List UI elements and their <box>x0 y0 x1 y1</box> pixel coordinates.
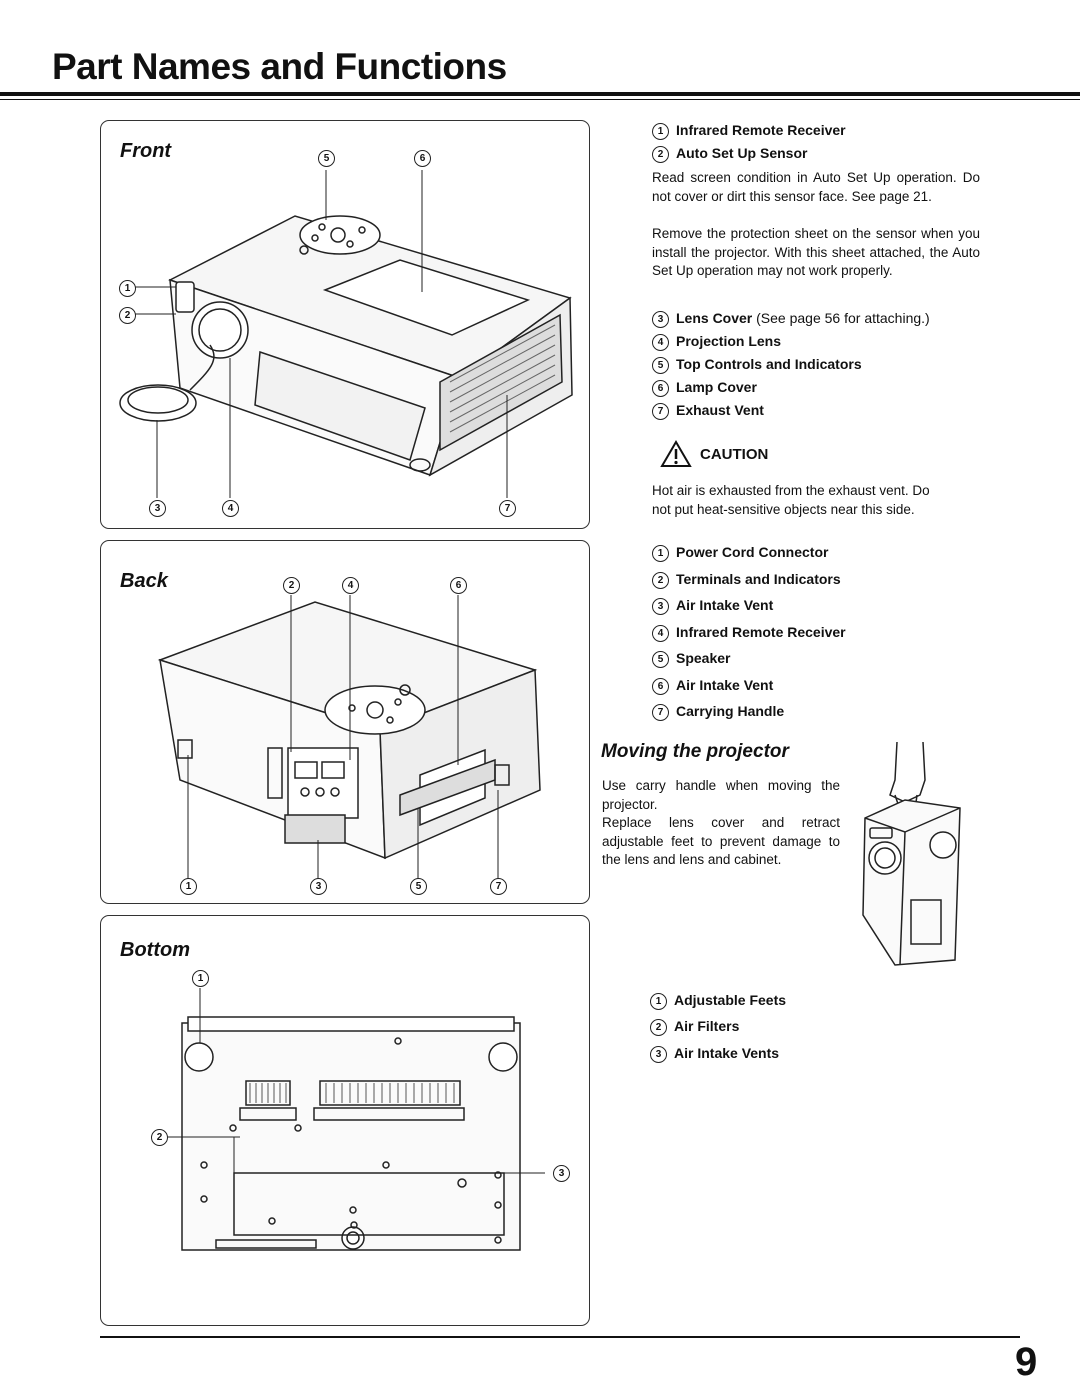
front-callout-2: 2 <box>119 307 136 324</box>
back-callout-6: 6 <box>450 577 467 594</box>
footer-rule <box>100 1336 1020 1338</box>
moving-para-2: Replace lens cover and retract adjustabl… <box>602 815 840 867</box>
back-callout-2: 2 <box>283 577 300 594</box>
moving-heading: Moving the projector <box>601 741 789 762</box>
front-callout-4: 4 <box>222 500 239 517</box>
bottom-projector-illustration <box>168 988 545 1251</box>
bottom-heading: Bottom <box>120 939 190 961</box>
page-number: 9 <box>1015 1340 1038 1384</box>
title-rule <box>0 92 1080 96</box>
back-callout-4: 4 <box>342 577 359 594</box>
back-callout-1: 1 <box>180 878 197 895</box>
front-para-1: Read screen condition in Auto Set Up ope… <box>652 170 980 204</box>
back-callout-7: 7 <box>490 878 507 895</box>
caution-text: Hot air is exhausted from the exhaust ve… <box>652 483 930 517</box>
front-callout-3: 3 <box>149 500 166 517</box>
back-callout-5: 5 <box>410 878 427 895</box>
bottom-callout-3: 3 <box>553 1165 570 1182</box>
page-title: Part Names and Functions <box>52 46 507 87</box>
title-rule-thin <box>0 99 1080 100</box>
front-callout-5: 5 <box>318 150 335 167</box>
front-projector-illustration <box>119 170 573 498</box>
front-callout-6: 6 <box>414 150 431 167</box>
back-heading: Back <box>120 570 168 592</box>
front-callout-1: 1 <box>119 280 136 297</box>
bottom-callout-2: 2 <box>151 1129 168 1146</box>
caution-icon <box>660 440 692 467</box>
front-heading: Front <box>120 140 172 162</box>
front-para-2: Remove the protection sheet on the senso… <box>652 226 980 278</box>
back-projector-illustration <box>157 595 541 880</box>
bottom-callout-1: 1 <box>192 970 209 987</box>
back-callout-3: 3 <box>310 878 327 895</box>
front-callout-7: 7 <box>499 500 516 517</box>
caution-heading: CAUTION <box>700 446 769 463</box>
moving-para-1: Use carry handle when moving the project… <box>602 778 840 812</box>
carrying-illustration <box>862 741 961 966</box>
